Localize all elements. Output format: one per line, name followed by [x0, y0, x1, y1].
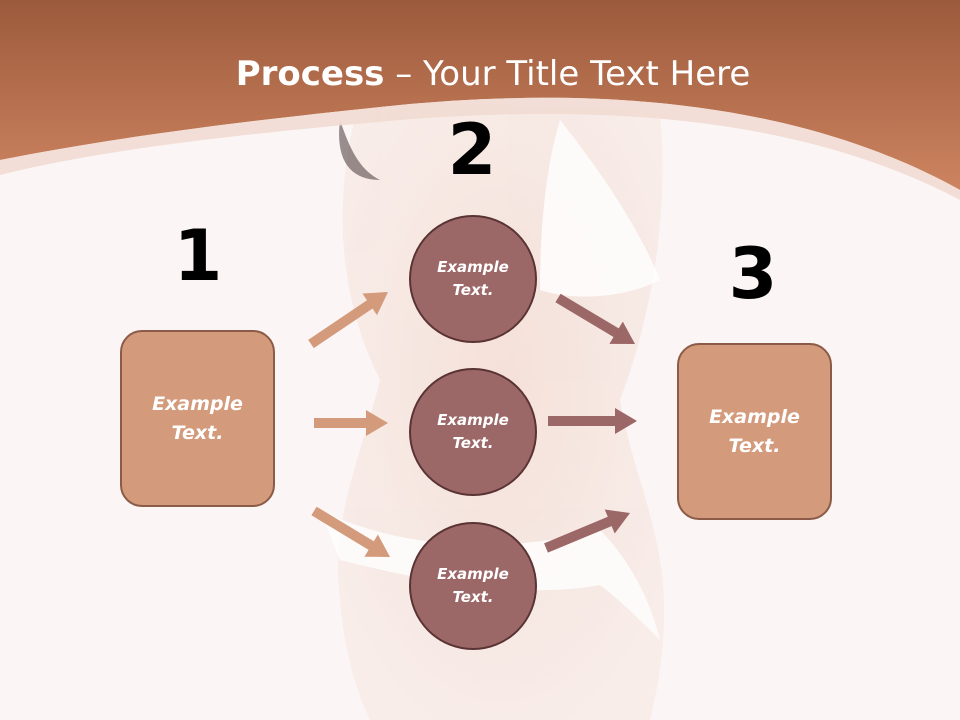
arrow-middle-to-3 — [548, 408, 637, 434]
step-2-circle-top: Example Text. — [409, 215, 537, 343]
title-rest: – Your Title Text Here — [384, 54, 751, 94]
step-2-circle-middle: Example Text. — [409, 368, 537, 496]
arrow-top-to-3 — [555, 293, 635, 344]
arrow-1-to-top — [308, 292, 388, 349]
step-3-text: Example Text. — [709, 405, 800, 457]
arrow-1-to-bottom — [311, 506, 390, 557]
title-bold: Process — [235, 54, 385, 94]
step-2-bottom-text: Example Text. — [437, 565, 509, 606]
header-swoosh — [0, 97, 960, 200]
step-2-middle-text: Example Text. — [437, 411, 509, 452]
arrow-bottom-to-3 — [544, 509, 630, 553]
step-3-box: Example Text. — [677, 343, 832, 520]
step-number-1: 1 — [173, 215, 223, 297]
header-band — [0, 0, 960, 190]
slide-title: Process – Your Title Text Here — [0, 52, 960, 96]
step-1-text: Example Text. — [152, 392, 243, 444]
step-number-2: 2 — [447, 109, 497, 191]
step-2-top-text: Example Text. — [437, 258, 509, 299]
step-number-3: 3 — [728, 233, 778, 315]
step-2-circle-bottom: Example Text. — [409, 522, 537, 650]
step-1-box: Example Text. — [120, 330, 275, 507]
arrow-1-to-middle — [314, 410, 388, 436]
